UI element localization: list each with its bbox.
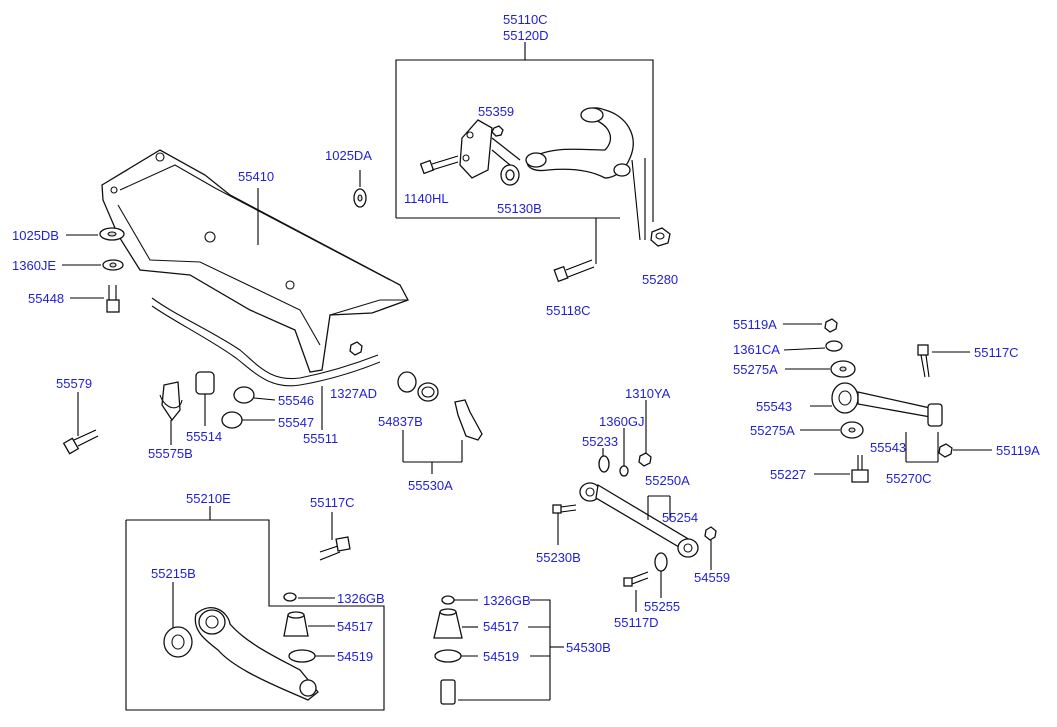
nut-55280 bbox=[650, 227, 671, 247]
label-55230b: 55230B bbox=[536, 550, 581, 565]
washer-1361ca bbox=[783, 340, 843, 352]
nut-55119a-top bbox=[783, 318, 838, 333]
mount-bracket bbox=[459, 119, 521, 179]
label-55448: 55448 bbox=[28, 291, 64, 306]
label-54559: 54559 bbox=[694, 570, 730, 585]
label-55270c: 55270C bbox=[886, 471, 932, 486]
nut-55359 bbox=[491, 125, 504, 137]
nut-54559 bbox=[704, 526, 717, 570]
washer-1025db bbox=[66, 227, 125, 241]
label-55514: 55514 bbox=[186, 429, 222, 444]
boot-54517-left bbox=[283, 611, 335, 637]
label-1327ad: 1327AD bbox=[330, 386, 377, 401]
label-1361ca: 1361CA bbox=[733, 342, 780, 357]
lateral-arm-55250a bbox=[579, 482, 699, 558]
bolt-55117d bbox=[623, 571, 649, 612]
label-55410: 55410 bbox=[238, 169, 274, 184]
label-55110c: 55110C bbox=[503, 12, 548, 27]
label-55547: 55547 bbox=[278, 415, 314, 430]
label-55275a-bottom: 55275A bbox=[750, 423, 795, 438]
label-1025db: 1025DB bbox=[12, 228, 59, 243]
label-1360gj: 1360GJ bbox=[599, 414, 645, 429]
label-55119a-right: 55119A bbox=[996, 443, 1040, 458]
label-55254: 55254 bbox=[662, 510, 698, 525]
label-55280: 55280 bbox=[642, 272, 678, 287]
label-54517-right: 54517 bbox=[483, 619, 519, 634]
label-55250a: 55250A bbox=[645, 473, 690, 488]
label-54519-right: 54519 bbox=[483, 649, 519, 664]
bolt-55118c bbox=[553, 218, 597, 283]
label-54517-left: 54517 bbox=[337, 619, 373, 634]
stabilizer-link-group bbox=[397, 371, 483, 474]
washer-1025da bbox=[353, 170, 367, 208]
label-55119a-top: 55119A bbox=[733, 317, 777, 332]
label-55233: 55233 bbox=[582, 434, 618, 449]
upper-arm-group bbox=[395, 42, 654, 222]
label-55117c-right: 55117C bbox=[974, 345, 1019, 360]
washer-1360je bbox=[62, 259, 124, 271]
bracket-55575b bbox=[159, 381, 183, 445]
label-55511: 55511 bbox=[303, 431, 338, 446]
bushing-55546 bbox=[233, 386, 276, 404]
label-55215b: 55215B bbox=[151, 566, 196, 581]
label-1360je: 1360JE bbox=[12, 258, 56, 273]
bushing-55514 bbox=[195, 371, 215, 426]
label-55275a-top: 55275A bbox=[733, 362, 778, 377]
callout-labels: 55110C 55120D 55359 1140HL 55130B 55280 … bbox=[12, 12, 1040, 664]
bolt-55230b bbox=[552, 504, 577, 545]
lower-control-arm bbox=[194, 607, 319, 701]
washer-55275a-bottom bbox=[800, 421, 864, 439]
label-55543-bottom: 55543 bbox=[870, 440, 906, 455]
label-55210e: 55210E bbox=[186, 491, 231, 506]
label-1025da: 1025DA bbox=[325, 148, 372, 163]
label-55255: 55255 bbox=[644, 599, 680, 614]
nut-55119a-right bbox=[938, 443, 992, 458]
ring-54519-left bbox=[288, 649, 335, 663]
stabilizer-bar-55511 bbox=[151, 297, 381, 430]
lateral-link-55270c bbox=[831, 382, 943, 463]
label-55130b: 55130B bbox=[497, 201, 542, 216]
label-55120d: 55120D bbox=[503, 28, 549, 43]
label-54530b: 54530B bbox=[566, 640, 611, 655]
label-55227: 55227 bbox=[770, 467, 806, 482]
label-55118c: 55118C bbox=[546, 303, 591, 318]
lower-arm-group bbox=[125, 506, 385, 711]
nut-1326gb-left bbox=[283, 592, 335, 602]
nut-1327ad bbox=[349, 341, 363, 356]
washer-55275a-top bbox=[785, 360, 856, 378]
label-55546: 55546 bbox=[278, 393, 314, 408]
ball-joint-group bbox=[433, 595, 564, 705]
label-1326gb-right: 1326GB bbox=[483, 593, 531, 608]
washer-55255 bbox=[654, 552, 668, 598]
label-55117d: 55117D bbox=[614, 615, 659, 630]
label-1140hl: 1140HL bbox=[404, 191, 449, 206]
bolt-55117c-right bbox=[917, 344, 970, 378]
label-55575b: 55575B bbox=[148, 446, 193, 461]
bushing-55547 bbox=[221, 411, 275, 429]
bolt-55448 bbox=[70, 285, 120, 313]
label-1326gb-left: 1326GB bbox=[337, 591, 385, 606]
label-54837b: 54837B bbox=[378, 414, 423, 429]
label-55530a: 55530A bbox=[408, 478, 453, 493]
crossmember-55410 bbox=[101, 149, 409, 373]
adjuster-bolt-55227 bbox=[814, 455, 869, 483]
label-1310ya: 1310YA bbox=[625, 386, 671, 401]
bolt-55579 bbox=[62, 392, 99, 455]
upper-control-arm bbox=[525, 107, 646, 241]
nut-1310ya bbox=[638, 400, 652, 467]
label-55579: 55579 bbox=[56, 376, 92, 391]
bushing-55130b bbox=[500, 164, 520, 186]
washer-55233 bbox=[598, 448, 610, 473]
washer-1360gj bbox=[619, 428, 629, 477]
label-55359: 55359 bbox=[478, 104, 514, 119]
bolt-1140hl bbox=[419, 155, 459, 175]
label-55117c-mid: 55117C bbox=[310, 495, 355, 510]
label-54519-left: 54519 bbox=[337, 649, 373, 664]
bolt-55117c-mid bbox=[319, 512, 351, 561]
bushing-55215b bbox=[163, 582, 193, 658]
label-55543-top: 55543 bbox=[756, 399, 792, 414]
